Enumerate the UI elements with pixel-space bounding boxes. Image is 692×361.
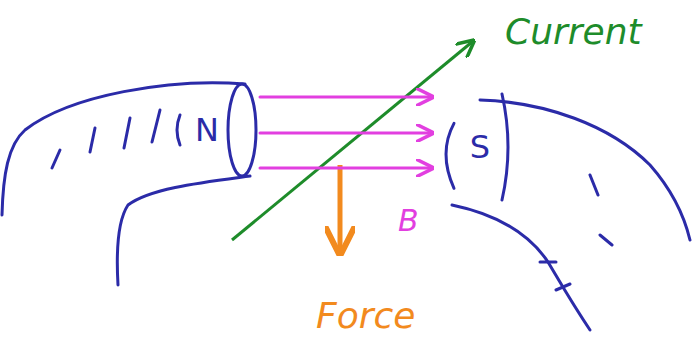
current-wire [232, 42, 472, 240]
pole-face [446, 123, 454, 188]
field-label: B [398, 206, 419, 236]
north-pole: N [172, 80, 260, 180]
north-magnet-body [2, 83, 245, 215]
south-magnet-body [480, 100, 690, 240]
pole-stroke [177, 115, 180, 145]
field-line [260, 167, 432, 170]
south-magnet-body [452, 205, 590, 330]
pole-letter: N [195, 114, 219, 146]
pole-letter: S [470, 131, 490, 163]
magnet-hatch [52, 110, 160, 168]
magnet-hatch [540, 175, 612, 290]
south-pole: S [432, 88, 512, 206]
current-label: Current [505, 14, 642, 50]
field-line [260, 96, 432, 99]
north-magnet-body [117, 176, 250, 285]
pole-face [228, 84, 256, 176]
force-arrow [338, 165, 343, 250]
force-label: Force [316, 298, 415, 334]
field-line [260, 132, 432, 135]
pole-edge [502, 94, 508, 200]
